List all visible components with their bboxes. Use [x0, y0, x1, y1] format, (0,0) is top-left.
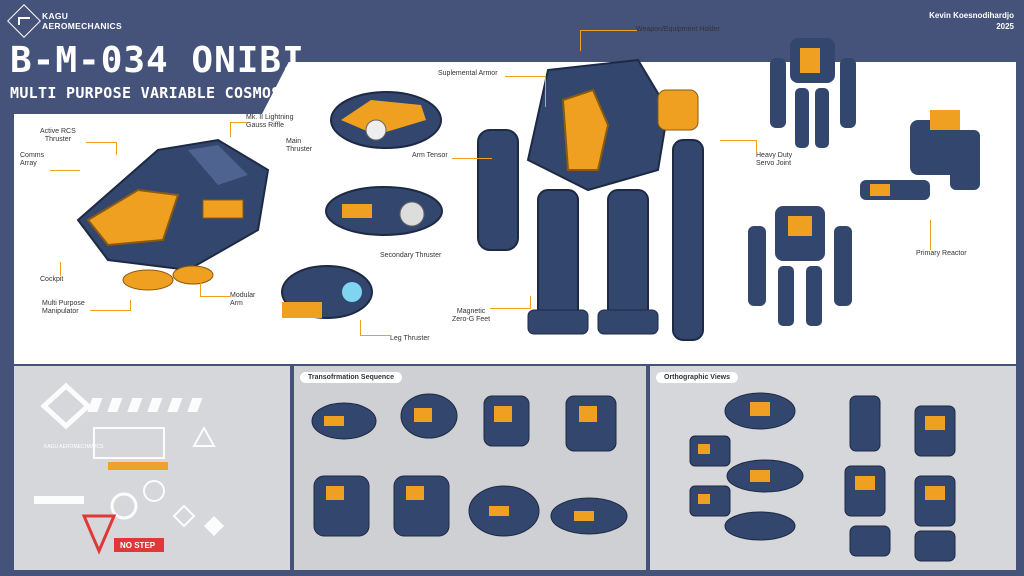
callout-active-rcs: Active RCS Thruster — [40, 128, 76, 143]
callout-arm-tensor: Arm Tensor — [412, 152, 448, 159]
callout-manipulator: Multi Purpose Manipulator — [42, 300, 85, 315]
brand: KAGU AEROMECHANICS — [7, 4, 122, 38]
page-subtitle: MULTI PURPOSE VARIABLE COSMOSUIT — [10, 84, 309, 102]
ship-rear-view — [281, 265, 373, 319]
callout-suplemental-armor: Suplemental Armor — [438, 70, 498, 77]
callout-magnetic-feet: Magnetic Zero-G Feet — [452, 308, 491, 323]
ship-bottom-view — [325, 186, 443, 236]
robot-pose-back — [748, 206, 852, 326]
page-title: B-M-034 ONIBI — [10, 40, 305, 81]
ship-mode-illustration — [76, 138, 270, 291]
leader-line — [60, 262, 62, 276]
leader-line — [505, 76, 546, 107]
transformation-panel: Transofrmation Sequence — [294, 366, 646, 570]
leader-line — [360, 320, 391, 336]
leader-line — [720, 140, 757, 153]
robot-pose-side — [860, 110, 980, 200]
brand-logo-icon — [7, 4, 41, 38]
title-panel — [0, 40, 300, 114]
leader-line — [580, 30, 637, 51]
orthographic-tab: Orthographic Views — [656, 372, 738, 383]
ship-top-view — [330, 91, 442, 149]
callout-comms: Comms Array — [20, 152, 45, 167]
author-credit: Kevin Koesnodihardjo 2025 — [929, 10, 1014, 32]
callout-weapon-holder: Weapon/Equipment Holder — [636, 26, 720, 33]
callout-lightning: Mk. II Lightning Gauss Riffle — [246, 114, 294, 129]
brand-line1: KAGU — [42, 11, 69, 21]
leader-line — [230, 122, 247, 137]
decal-sheet: KAGU AEROMECHANICS NO STEP — [34, 382, 224, 555]
decals-panel: KAGU AEROMECHANICS NO STEP — [14, 366, 290, 570]
leader-line — [490, 296, 531, 309]
leader-line — [200, 280, 231, 297]
callout-main-thruster: Main Thruster — [286, 138, 313, 153]
orthographic-panel: Orthographic Views — [650, 366, 1016, 570]
orthographic-views — [689, 392, 956, 562]
robot-pose-front — [770, 38, 856, 148]
callout-servo-joint: Heavy Duty Servo Joint — [756, 152, 793, 167]
author-name: Kevin Koesnodihardjo — [929, 11, 1014, 20]
robot-mode-illustration — [477, 58, 704, 341]
callout-leg-thruster: Leg Thruster — [390, 335, 430, 342]
leader-line — [90, 300, 131, 311]
leader-line — [50, 170, 80, 172]
author-year: 2025 — [996, 22, 1014, 31]
decal-no-step-text: NO STEP — [120, 541, 156, 550]
callout-cockpit: Cockpit — [40, 276, 64, 283]
transformation-sequence — [311, 393, 628, 537]
brand-line2: AEROMECHANICS — [42, 21, 122, 31]
decal-brand-text: KAGU AEROMECHANICS — [44, 444, 104, 450]
leader-line — [86, 142, 117, 155]
callout-modular-arm: Modular Arm — [230, 292, 256, 307]
transformation-tab: Transofrmation Sequence — [300, 372, 402, 383]
leader-line — [452, 158, 492, 160]
callout-secondary-thruster: Secondary Thruster — [380, 252, 442, 259]
leader-line — [930, 220, 932, 250]
callout-primary-reactor: Primary Reactor — [916, 250, 967, 257]
